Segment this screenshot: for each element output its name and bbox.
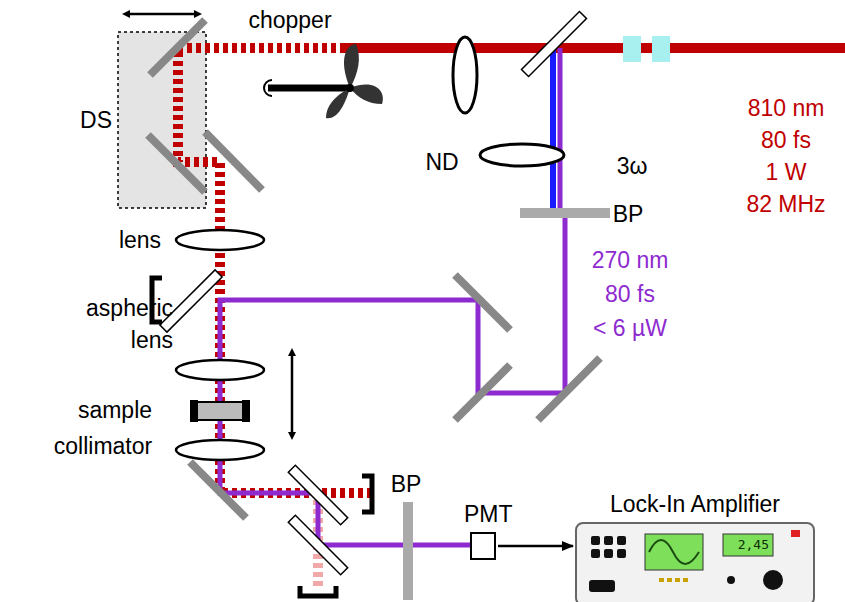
sample [196,402,244,420]
label: collimator [54,430,152,462]
dichroic [288,515,347,574]
label: chopper [248,4,331,36]
display-value: 2,45 [723,534,773,556]
beam-uv [220,216,565,545]
nd-filter [480,144,564,166]
label: aspheric lens [63,292,173,356]
label: lens [119,224,161,256]
pmt-detector: PMT [464,500,513,560]
dichroic [521,11,586,76]
label: 80 fs [605,278,655,310]
signal-arrow [498,545,573,548]
collimator [176,440,264,460]
bandpass [403,502,413,600]
label: 80 fs [761,124,811,156]
label: sample [78,394,152,426]
beam-blue [550,48,556,210]
crystal [652,36,670,62]
beam-810 [345,43,845,53]
beam-dump [362,476,372,512]
label: 1 W [766,156,807,188]
stage-arrow [126,13,198,16]
instrument-body: 2,45 [575,522,815,602]
label: 82 MHz [746,188,825,220]
dichroic [288,465,347,524]
beam-uv [558,48,563,210]
beam-810-dashed [178,48,370,493]
pmt-box [470,532,496,560]
instrument-panel [577,524,813,602]
mirror [148,20,600,518]
label: 3ω [617,150,648,182]
lock-in-amplifier: Lock-In Amplifier 2,45 [575,490,815,602]
nd-filter [453,37,477,113]
device-label: Lock-In Amplifier [575,490,815,518]
device-label: PMT [464,500,513,528]
aspheric-lens [176,360,264,380]
crystal [623,36,641,62]
move-arrow [291,352,294,436]
beam-dump [300,586,336,596]
label: ND [425,146,458,178]
lens [176,230,264,250]
label: 810 nm [748,92,825,124]
bandpass [520,208,610,218]
label: BP [613,198,644,230]
chopper [264,44,383,118]
label: < 6 µW [593,312,667,344]
label: BP [391,468,422,500]
label: DS [80,104,112,136]
label: 270 nm [592,244,669,276]
